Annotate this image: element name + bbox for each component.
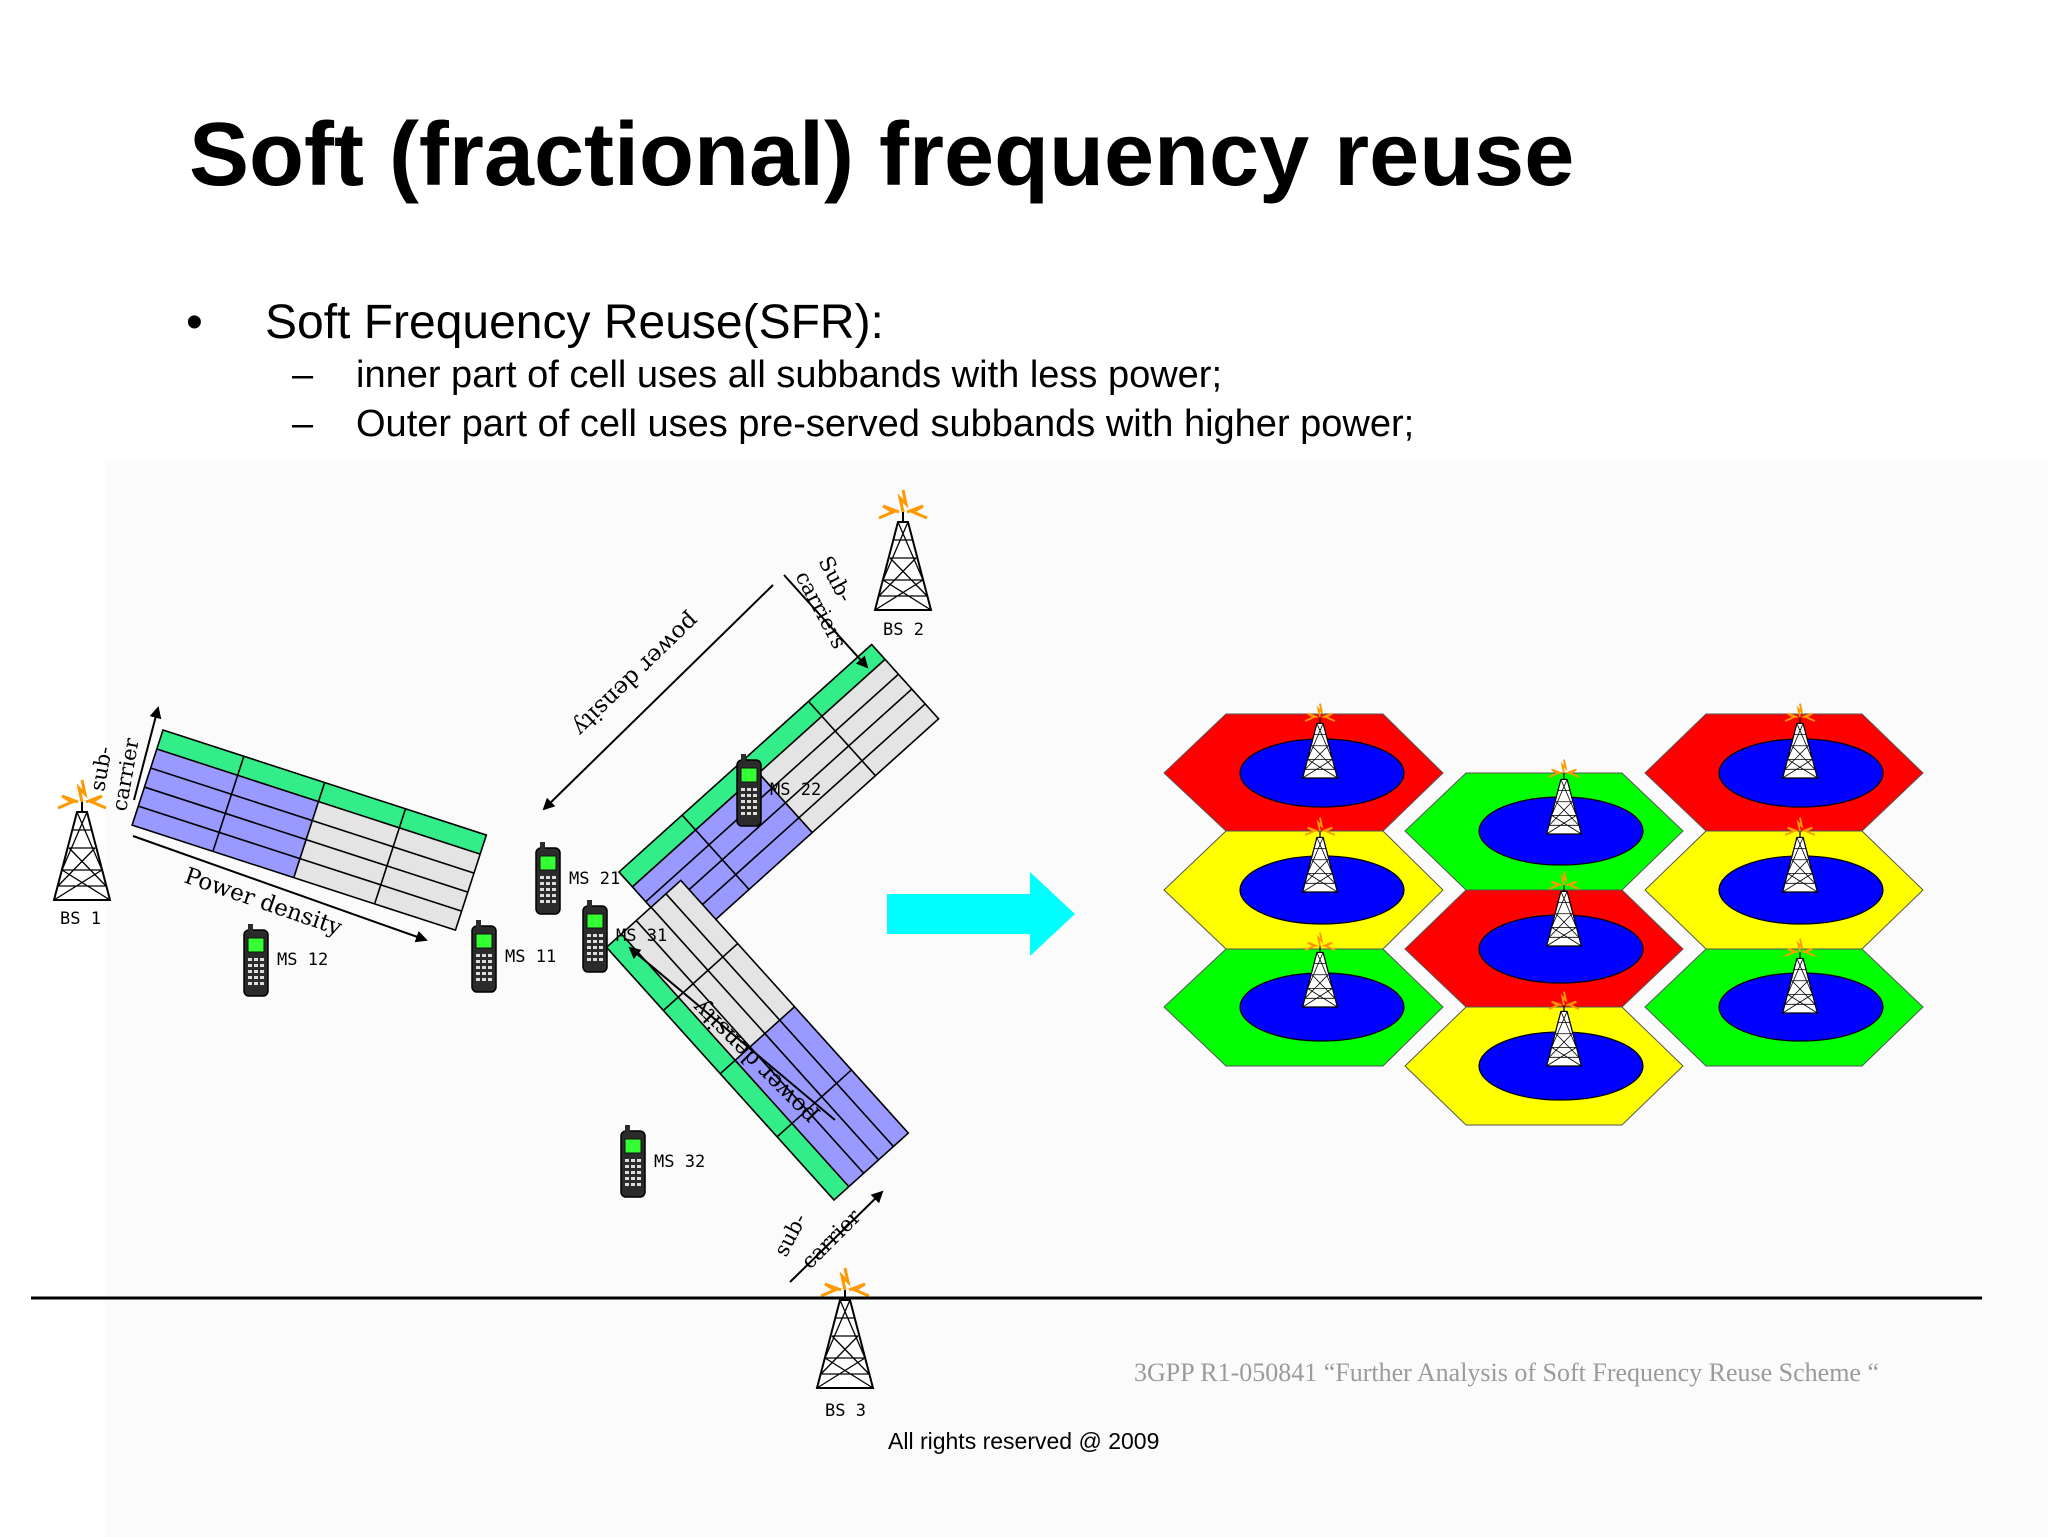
bs1-subcarrier-axis [133,706,162,801]
bs-label: BS 3 [825,1401,866,1421]
mobile-phone-icon [243,923,269,997]
ms-label: MS 31 [616,926,667,946]
base-station-3: BS 3 [815,1266,875,1421]
tower-icon [873,488,933,612]
footer-copyright: All rights reserved @ 2009 [888,1428,1160,1454]
mobile-station-31: MS 31 [582,899,667,973]
sub-bullet-marker: – [292,354,314,396]
bs2-power-axis [542,584,774,811]
bullet-text: Soft Frequency Reuse(SFR): [265,296,884,349]
mobile-station-11: MS 11 [471,919,556,993]
mobile-phone-icon [736,753,762,827]
sub-bullet-inner: inner part of cell uses all subbands wit… [356,354,1223,396]
base-station-1: BS 1 [52,778,112,929]
mobile-phone-icon [471,919,497,993]
sub-bullet-marker: – [292,403,314,445]
ms-label: MS 22 [770,780,821,800]
band-grid [131,729,488,931]
ms-label: MS 11 [505,947,556,967]
mobile-phone-icon [535,841,561,915]
base-station-2: BS 2 [873,488,933,640]
slide-title: Soft (fractional) frequency reuse [189,105,1575,205]
tower-icon [815,1266,875,1390]
sub-bullet-outer: Outer part of cell uses pre-served subba… [356,403,1415,445]
bs2-subcarrier-axis [783,574,869,669]
mobile-phone-icon [582,899,608,973]
bs3-subcarrier-label: carrier [797,1204,867,1274]
citation-text: 3GPP R1-050841 “Further Analysis of Soft… [1134,1358,1879,1387]
bs3-power-axis [628,946,836,1121]
bs-label: BS 1 [60,909,101,929]
ms-label: MS 32 [654,1152,705,1172]
tower-icon [52,778,112,902]
right-arrow-icon [887,872,1075,956]
bs2-power-label: power density [567,608,704,741]
bs3-subcarrier-axis [789,1190,884,1283]
bs-label: BS 2 [883,620,924,640]
mobile-station-12: MS 12 [243,923,328,997]
mobile-station-21: MS 21 [535,841,620,915]
mobile-station-32: MS 32 [620,1124,705,1198]
ms-label: MS 21 [569,869,620,889]
bs1-power-axis [132,835,428,943]
bs1-resource-grid [131,729,488,931]
bs1-subcarrier-label: carrier [107,735,144,813]
ms-label: MS 12 [277,950,328,970]
bullet-marker: • [186,296,203,349]
mobile-phone-icon [620,1124,646,1198]
mobile-station-22: MS 22 [736,753,821,827]
